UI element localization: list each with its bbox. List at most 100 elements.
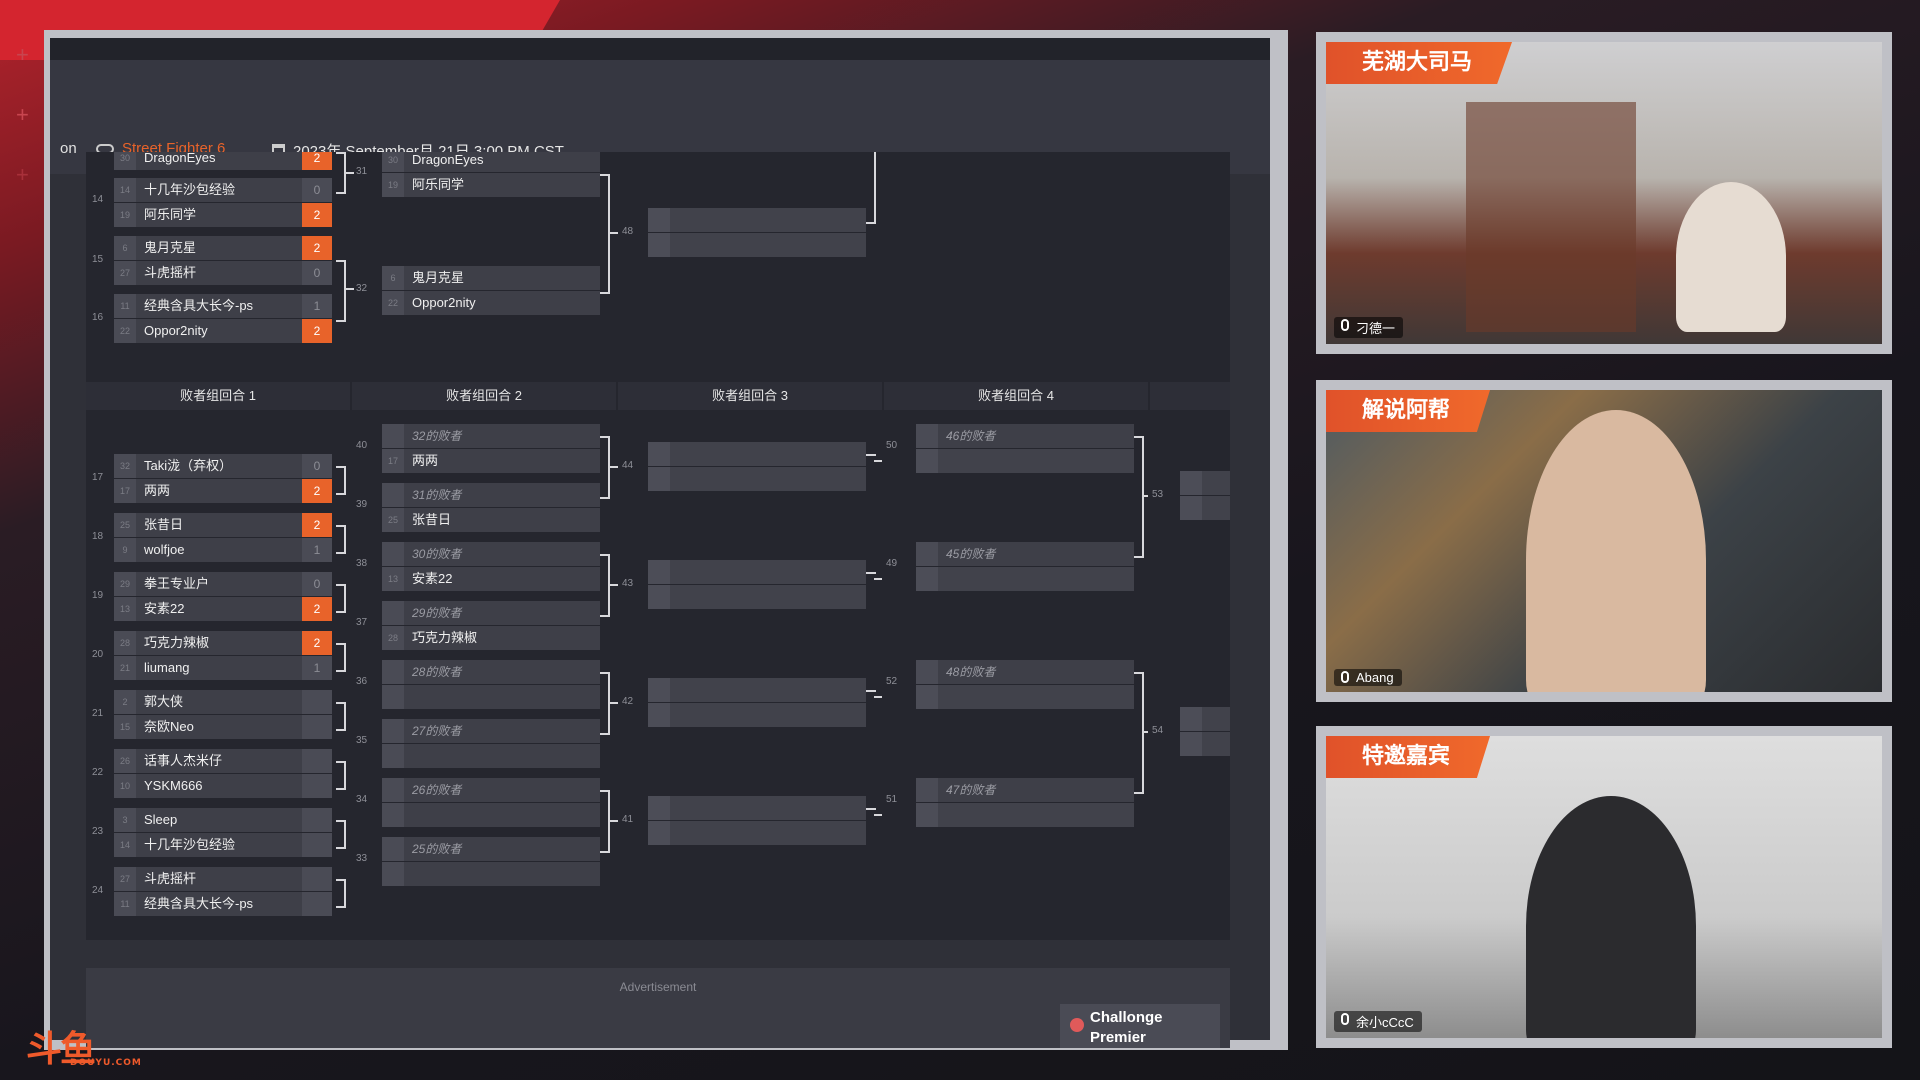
match-slot[interactable]: 14 十几年沙包经验 0: [114, 178, 332, 202]
match-slot[interactable]: 28的败者: [382, 660, 600, 684]
match-slot[interactable]: 22 Oppor2nity: [382, 291, 600, 315]
bracket-connector: [336, 260, 346, 322]
match-slot[interactable]: [382, 685, 600, 709]
empty-slot[interactable]: [916, 803, 1134, 827]
match-number: 34: [356, 794, 368, 805]
match-slot[interactable]: 47的败者: [916, 778, 1134, 802]
match-number: 36: [356, 676, 368, 687]
empty-slot[interactable]: [648, 441, 866, 466]
empty-slot[interactable]: [648, 702, 866, 727]
empty-slot[interactable]: [648, 584, 866, 609]
empty-slot[interactable]: [1180, 707, 1230, 731]
player-name: Oppor2nity: [144, 323, 208, 338]
player-name: 巧克力辣椒: [412, 630, 478, 645]
bracket-connector: [1142, 495, 1148, 497]
seed: [382, 837, 404, 861]
match-slot[interactable]: 6 鬼月克星: [382, 266, 600, 290]
plus-decoration-icon: +: [16, 102, 29, 127]
empty-slot[interactable]: [916, 449, 1134, 473]
match-slot[interactable]: 27的败者: [382, 719, 600, 743]
seed: 25: [114, 513, 136, 537]
match-number: 16: [92, 312, 104, 323]
score: 0: [302, 178, 332, 202]
match-number: 51: [886, 794, 898, 805]
match-slot[interactable]: 46的败者: [916, 424, 1134, 448]
match-slot[interactable]: 6 鬼月克星 2: [114, 236, 332, 260]
camera-user-name: 刁德一: [1334, 317, 1404, 338]
player-name: wolfjoe: [144, 542, 185, 557]
bracket-connector: [874, 460, 882, 462]
empty-slot[interactable]: [916, 685, 1134, 709]
match-slot[interactable]: 11 经典含具大长今-ps 1: [114, 294, 332, 318]
match-slot[interactable]: 25的败者: [382, 837, 600, 861]
match-slot[interactable]: 45的败者: [916, 542, 1134, 566]
score: 1: [302, 538, 332, 562]
seed: 15: [114, 715, 136, 739]
seed: [382, 424, 404, 448]
seed: [1180, 707, 1202, 731]
bracket-connector: [874, 696, 882, 698]
seed: 19: [382, 173, 404, 197]
match-slot[interactable]: [382, 862, 600, 886]
losers-round-header: 败者组回合 1: [86, 382, 350, 410]
winners-r1-partial-slot[interactable]: 30 DragonEyes 2: [114, 152, 332, 170]
empty-slot[interactable]: [648, 466, 866, 491]
match-number: 50: [886, 440, 898, 451]
challonge-premier-card[interactable]: Challonge Premier: [1060, 1004, 1220, 1048]
empty-slot[interactable]: [648, 820, 866, 845]
player-name: 斗虎摇杆: [144, 265, 197, 280]
empty-slot[interactable]: [916, 567, 1134, 591]
challonge-logo-icon: [1070, 1018, 1084, 1032]
match-slot[interactable]: [382, 803, 600, 827]
seed: 2: [114, 690, 136, 714]
match-slot[interactable]: 22 Oppor2nity 2: [114, 319, 332, 343]
empty-slot[interactable]: [1180, 732, 1230, 756]
match-slot[interactable]: 30的败者: [382, 542, 600, 566]
match-slot[interactable]: 27 斗虎摇杆 0: [114, 261, 332, 285]
empty-slot[interactable]: [648, 677, 866, 702]
match-slot[interactable]: 30 DragonEyes: [382, 152, 600, 172]
seed: 27: [114, 261, 136, 285]
bracket-connector: [336, 879, 346, 908]
match-slot[interactable]: 32的败者: [382, 424, 600, 448]
match-slot[interactable]: 48的败者: [916, 660, 1134, 684]
empty-slot[interactable]: [1180, 471, 1230, 495]
match-slot[interactable]: [382, 744, 600, 768]
match-slot[interactable]: 26的败者: [382, 778, 600, 802]
empty-slot[interactable]: [648, 208, 866, 232]
empty-slot[interactable]: [648, 559, 866, 584]
empty-slot[interactable]: [648, 233, 866, 257]
match-slot[interactable]: 31的败者: [382, 483, 600, 507]
empty-slot[interactable]: [648, 795, 866, 820]
seed: 17: [382, 449, 404, 473]
seed: 25: [382, 508, 404, 532]
score: 2: [302, 203, 332, 227]
empty-slot[interactable]: [1180, 496, 1230, 520]
match-slot[interactable]: 19 阿乐同学: [382, 173, 600, 197]
plus-decoration-icon: +: [16, 42, 29, 67]
seed: [1180, 732, 1202, 756]
seed: [382, 862, 404, 886]
match-slot[interactable]: 29的败者: [382, 601, 600, 625]
match-slot[interactable]: 19 阿乐同学 2: [114, 203, 332, 227]
